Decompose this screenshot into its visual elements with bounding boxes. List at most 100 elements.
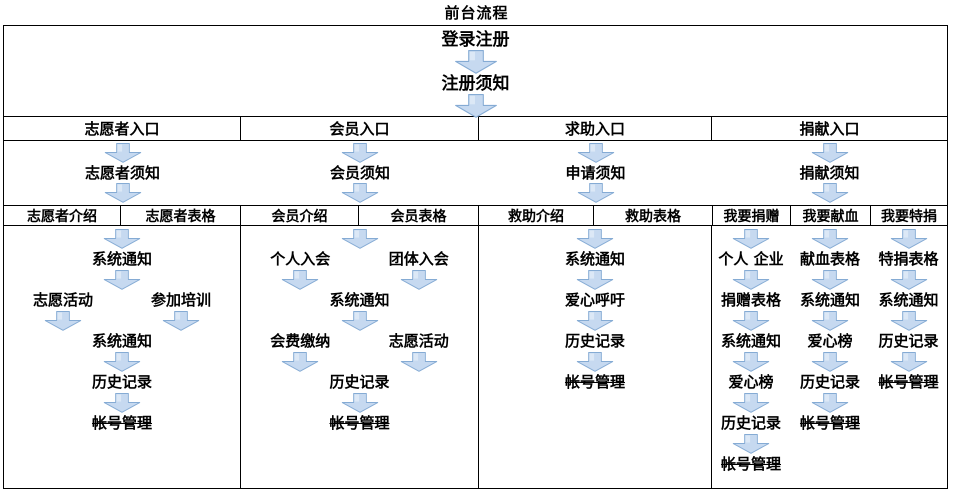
tab-row: 志愿者介绍 志愿者表格 会员介绍 会员表格 救助介绍 救助表格 我要捐赠 我要献… bbox=[4, 206, 947, 226]
flow-node: 特捐表格 bbox=[878, 250, 939, 268]
down-arrow bbox=[453, 94, 499, 118]
down-arrow-icon bbox=[576, 311, 614, 331]
flow-node: 帐号管理 bbox=[799, 414, 860, 432]
down-arrow-icon bbox=[103, 352, 141, 372]
flow-node: 历史记录 bbox=[329, 373, 390, 391]
down-arrow-icon bbox=[341, 143, 379, 164]
down-arrow bbox=[576, 182, 616, 203]
down-arrow-icon bbox=[341, 229, 378, 249]
down-arrow-icon bbox=[104, 143, 141, 164]
flow-chain: 系统通知志愿活动参加培训系统通知历史记录帐号管理 bbox=[4, 229, 240, 432]
down-arrow-icon bbox=[732, 352, 770, 372]
flow-node: 爱心榜 bbox=[728, 373, 774, 391]
body-column-help: 系统通知爱心呼吁历史记录帐号管理 bbox=[479, 226, 712, 488]
down-arrow-icon bbox=[732, 311, 770, 331]
body-column-member: 个人入会团体入会系统通知会费缴纳 志愿活动历史记录帐号管理 bbox=[241, 226, 479, 488]
flow-node: 系统通知 bbox=[91, 332, 152, 350]
down-arrow-icon bbox=[103, 393, 141, 413]
down-arrow-icon bbox=[811, 270, 849, 290]
notice-cell-donation: 捐献须知 bbox=[712, 141, 947, 205]
notice-node: 会员须知 bbox=[329, 163, 390, 182]
notice-cell-member: 会员须知 bbox=[241, 141, 479, 205]
tab-rescue-intro: 救助介绍 bbox=[479, 206, 594, 225]
down-arrow bbox=[576, 143, 616, 164]
tab-member-intro: 会员介绍 bbox=[241, 206, 359, 225]
down-arrow bbox=[453, 50, 499, 74]
entrance-header-help: 求助入口 bbox=[479, 117, 712, 140]
flow-node: 爱心榜 bbox=[807, 332, 853, 350]
down-arrow-icon bbox=[811, 352, 849, 372]
flow-branch: 个人 企业捐赠表格系统通知爱心榜历史记录帐号管理 bbox=[712, 229, 790, 473]
entrance-header-volunteer: 志愿者入口 bbox=[4, 117, 241, 140]
down-arrow-icon bbox=[576, 352, 614, 372]
down-arrow bbox=[340, 182, 380, 203]
flow-node-login: 登录注册 bbox=[441, 30, 510, 50]
down-arrow-icon bbox=[811, 229, 849, 249]
flow-node: 历史记录 bbox=[564, 332, 625, 350]
tab-member-form: 会员表格 bbox=[359, 206, 479, 225]
down-arrow-icon bbox=[400, 270, 437, 290]
flow-node: 帐号管理 bbox=[329, 414, 390, 432]
down-arrow-icon bbox=[732, 434, 770, 454]
flow-node: 帐号管理 bbox=[564, 373, 625, 391]
tab-rescue-form: 救助表格 bbox=[594, 206, 713, 225]
body-row: 系统通知志愿活动参加培训系统通知历史记录帐号管理 个人入会团体入会系统通知会费缴… bbox=[4, 226, 947, 488]
down-arrow-icon bbox=[890, 311, 927, 331]
down-arrow-icon bbox=[577, 182, 614, 203]
down-arrow-icon bbox=[454, 50, 497, 74]
down-arrow-icon bbox=[103, 229, 141, 249]
down-arrow-icon bbox=[162, 311, 200, 331]
down-arrow-icon bbox=[577, 143, 614, 164]
tab-donate-special: 我要特捐 bbox=[881, 208, 937, 225]
flow-node: 志愿活动 bbox=[388, 332, 449, 350]
down-arrow-icon bbox=[282, 270, 319, 290]
flow-node: 系统通知 bbox=[329, 291, 390, 309]
down-arrow-icon bbox=[732, 229, 770, 249]
down-arrow-icon bbox=[890, 270, 927, 290]
flow-node: 系统通知 bbox=[878, 291, 939, 309]
flow-node: 历史记录 bbox=[720, 414, 781, 432]
flow-pair-row bbox=[241, 270, 478, 290]
down-arrow-icon bbox=[341, 311, 378, 331]
notice-cell-help: 申请须知 bbox=[479, 141, 712, 205]
flow-node: 会费缴纳 bbox=[270, 332, 331, 350]
branch-group: 个人 企业捐赠表格系统通知爱心榜历史记录帐号管理献血表格系统通知爱心榜历史记录帐… bbox=[712, 229, 947, 473]
notice-row: 志愿者须知 会员须知 申请须知 捐献须知 bbox=[4, 141, 947, 206]
down-arrow-icon bbox=[576, 270, 614, 290]
flow-node: 历史记录 bbox=[878, 332, 939, 350]
flow-node: 帐号管理 bbox=[878, 373, 939, 391]
flow-pair-row: 会费缴纳 志愿活动 bbox=[241, 333, 478, 350]
flow-pair-row: 志愿活动参加培训 bbox=[4, 292, 240, 309]
flow-pair-row: 个人入会团体入会 bbox=[241, 251, 478, 268]
login-section: 登录注册 注册须知 bbox=[4, 26, 947, 118]
flowchart-frame: 登录注册 注册须知 志愿者入口 会员入口 求助入口 捐献入口 志愿者须知 会员须… bbox=[3, 25, 948, 489]
flow-node: 爱心呼吁 bbox=[564, 291, 625, 309]
down-arrow-icon bbox=[44, 311, 82, 331]
body-column-volunteer: 系统通知志愿活动参加培训系统通知历史记录帐号管理 bbox=[4, 226, 241, 488]
flow-node: 历史记录 bbox=[799, 373, 860, 391]
flow-chain: 系统通知爱心呼吁历史记录帐号管理 bbox=[479, 229, 711, 391]
flow-node: 系统通知 bbox=[799, 291, 860, 309]
down-arrow-icon bbox=[103, 270, 141, 290]
down-arrow-icon bbox=[454, 94, 497, 118]
flow-node: 系统通知 bbox=[564, 250, 625, 268]
down-arrow-icon bbox=[890, 229, 927, 249]
notice-node: 申请须知 bbox=[565, 163, 626, 182]
flow-pair-row bbox=[241, 352, 478, 372]
down-arrow-icon bbox=[732, 393, 770, 413]
flow-node: 历史记录 bbox=[91, 373, 152, 391]
flow-node: 参加培训 bbox=[150, 291, 211, 309]
down-arrow-icon bbox=[104, 182, 141, 203]
down-arrow bbox=[340, 143, 380, 164]
flow-node: 个人入会 bbox=[270, 250, 331, 268]
entrance-header-member: 会员入口 bbox=[241, 117, 479, 140]
flow-node-register-notice: 注册须知 bbox=[441, 74, 510, 94]
down-arrow-icon bbox=[341, 393, 378, 413]
tab-donate-goods: 我要捐赠 bbox=[713, 206, 791, 225]
notice-node: 志愿者须知 bbox=[84, 163, 160, 182]
flow-node: 帐号管理 bbox=[91, 414, 152, 432]
body-column-donation: 个人 企业捐赠表格系统通知爱心榜历史记录帐号管理献血表格系统通知爱心榜历史记录帐… bbox=[712, 226, 947, 488]
down-arrow-icon bbox=[811, 311, 849, 331]
down-arrow-icon bbox=[811, 143, 848, 164]
down-arrow-icon bbox=[576, 229, 614, 249]
